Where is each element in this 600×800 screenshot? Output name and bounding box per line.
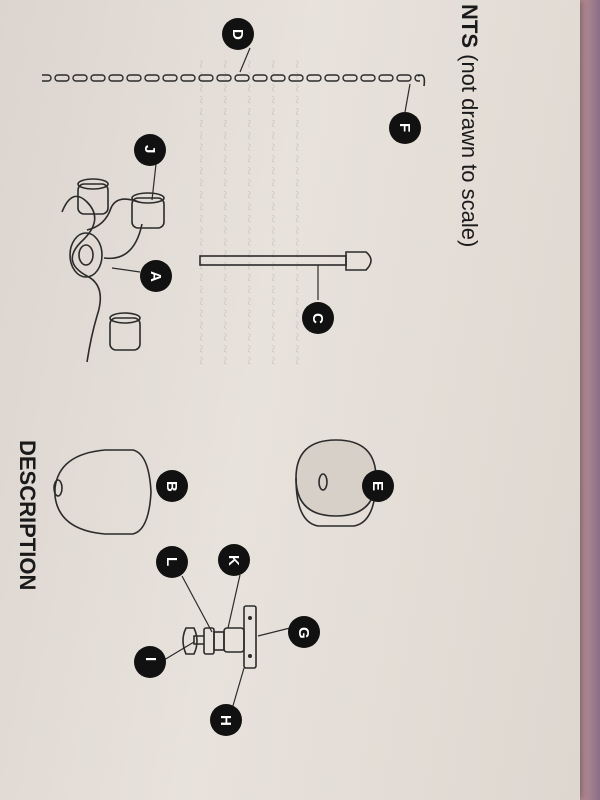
bleed-through-text: ~ ~ ~ ~ ~ ~ ~ ~ ~ ~ ~ ~ ~ ~ ~ ~ ~ ~ ~ ~ … <box>192 60 304 365</box>
callout-J: J <box>134 134 166 166</box>
callout-E: E <box>362 470 394 502</box>
section-heading: NTS (not drawn to scale) <box>457 4 482 247</box>
callout-K: K <box>218 544 250 576</box>
callout-G: G <box>288 616 320 648</box>
svg-text:NTS (not drawn to scale): NTS (not drawn to scale) <box>457 4 482 247</box>
callout-F: F <box>389 112 421 144</box>
svg-text:D: D <box>229 29 246 40</box>
description-heading-cut: DESCRIPTION <box>15 440 40 590</box>
svg-text:C: C <box>309 313 326 324</box>
svg-text:~ ~ ~ ~ ~ ~ ~ ~ ~ ~ ~ ~ ~ ~ ~: ~ ~ ~ ~ ~ ~ ~ ~ ~ ~ ~ ~ ~ ~ ~ ~ ~ ~ ~ ~ … <box>288 60 304 365</box>
svg-text:~ ~ ~ ~ ~ ~ ~ ~ ~ ~ ~ ~ ~ ~ ~: ~ ~ ~ ~ ~ ~ ~ ~ ~ ~ ~ ~ ~ ~ ~ ~ ~ ~ ~ ~ … <box>192 60 208 365</box>
svg-text:DESCRIPTION: DESCRIPTION <box>15 440 40 590</box>
callout-D: D <box>222 18 254 50</box>
callout-A: A <box>140 260 172 292</box>
svg-text:~ ~ ~ ~ ~ ~ ~ ~ ~ ~ ~ ~ ~ ~ ~: ~ ~ ~ ~ ~ ~ ~ ~ ~ ~ ~ ~ ~ ~ ~ ~ ~ ~ ~ ~ … <box>264 60 280 365</box>
svg-text:~ ~ ~ ~ ~ ~ ~ ~ ~ ~ ~ ~ ~ ~ ~: ~ ~ ~ ~ ~ ~ ~ ~ ~ ~ ~ ~ ~ ~ ~ ~ ~ ~ ~ ~ … <box>216 60 232 365</box>
svg-text:G: G <box>295 627 312 639</box>
svg-text:E: E <box>369 481 386 491</box>
callout-H: H <box>210 704 242 736</box>
svg-text:K: K <box>225 555 242 566</box>
svg-text:~ ~ ~ ~ ~ ~ ~ ~ ~ ~ ~ ~ ~ ~ ~: ~ ~ ~ ~ ~ ~ ~ ~ ~ ~ ~ ~ ~ ~ ~ ~ ~ ~ ~ ~ … <box>240 60 256 365</box>
svg-text:A: A <box>147 271 164 282</box>
svg-text:J: J <box>141 145 158 153</box>
callout-L: L <box>156 546 188 578</box>
socket-assembly-part <box>182 605 257 669</box>
svg-text:L: L <box>163 557 180 566</box>
svg-text:I: I <box>142 657 159 661</box>
instruction-sheet <box>0 0 580 800</box>
chain-hook <box>417 74 426 87</box>
svg-text:B: B <box>163 481 180 492</box>
glass-shade-part <box>53 449 152 535</box>
chain-part <box>42 70 420 82</box>
svg-text:F: F <box>396 123 413 132</box>
callout-C: C <box>302 302 334 334</box>
heading-suffix: (not drawn to scale) <box>457 48 482 247</box>
callout-I: I <box>134 646 166 678</box>
svg-text:H: H <box>217 715 234 726</box>
parts-diagram: ~ ~ ~ ~ ~ ~ ~ ~ ~ ~ ~ ~ ~ ~ ~ ~ ~ ~ ~ ~ … <box>15 4 482 736</box>
arm-assembly-part <box>61 178 165 363</box>
heading-prefix: NTS <box>457 4 482 48</box>
down-rod-part <box>199 251 372 271</box>
callout-B: B <box>156 470 188 502</box>
